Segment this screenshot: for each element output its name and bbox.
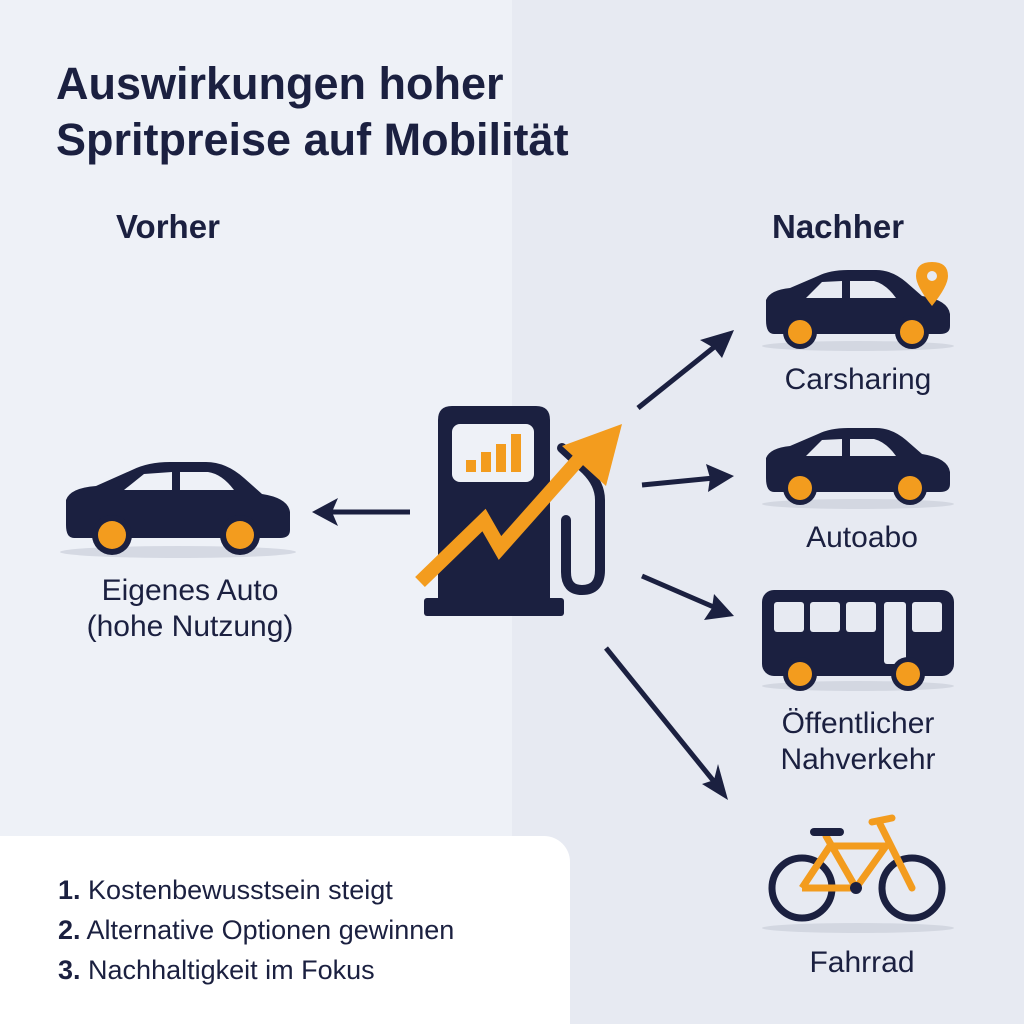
- own-car-label: Eigenes Auto (hohe Nutzung): [40, 573, 340, 645]
- car-icon: [762, 428, 954, 509]
- car-icon: [60, 462, 296, 558]
- arrow-to-carsharing: [636, 330, 734, 410]
- fuel-pump-rising-price-icon: [415, 406, 622, 616]
- summary-number: 2.: [58, 915, 81, 945]
- summary-text: Kostenbewusstsein steigt: [88, 875, 393, 905]
- summary-item: 2. Alternative Optionen gewinnen: [58, 910, 570, 950]
- summary-number: 1.: [58, 875, 81, 905]
- summary-item: 3. Nachhaltigkeit im Fokus: [58, 950, 570, 990]
- summary-item: 1. Kostenbewusstsein steigt: [58, 870, 570, 910]
- summary-list: 1. Kostenbewusstsein steigt 2. Alternati…: [0, 836, 570, 990]
- bicycle-label: Fahrrad: [809, 946, 915, 979]
- summary-text: Nachhaltigkeit im Fokus: [88, 955, 375, 985]
- after-heading: Nachher: [772, 208, 905, 245]
- summary-text: Alternative Optionen gewinnen: [86, 915, 455, 945]
- bus-icon: [762, 590, 954, 691]
- car-location-pin-icon: [762, 262, 954, 351]
- own-car-label-line-1: Eigenes Auto: [101, 574, 279, 607]
- arrow-to-public-transport: [641, 573, 734, 620]
- before-heading: Vorher: [116, 208, 220, 245]
- bicycle-icon: [762, 814, 954, 933]
- autoabo-label: Autoabo: [806, 521, 918, 554]
- public-transport-label-line-1: Öffentlicher: [781, 707, 935, 740]
- public-transport-label-line-2: Nahverkehr: [780, 743, 936, 776]
- page-title: Auswirkungen hoher Spritpreise auf Mobil…: [56, 56, 796, 168]
- title-line-1: Auswirkungen hoher: [56, 58, 504, 109]
- arrow-to-autoabo: [641, 464, 734, 492]
- own-car-label-line-2: (hohe Nutzung): [86, 610, 294, 643]
- title-line-2: Spritpreise auf Mobilität: [56, 114, 569, 165]
- arrow-to-bicycle: [604, 646, 728, 800]
- carsharing-label: Carsharing: [784, 363, 932, 396]
- summary-number: 3.: [58, 955, 81, 985]
- arrow-to-own-car: [312, 498, 410, 526]
- public-transport-label: Öffentlicher Nahverkehr: [742, 706, 974, 778]
- summary-panel: 1. Kostenbewusstsein steigt 2. Alternati…: [0, 836, 570, 1024]
